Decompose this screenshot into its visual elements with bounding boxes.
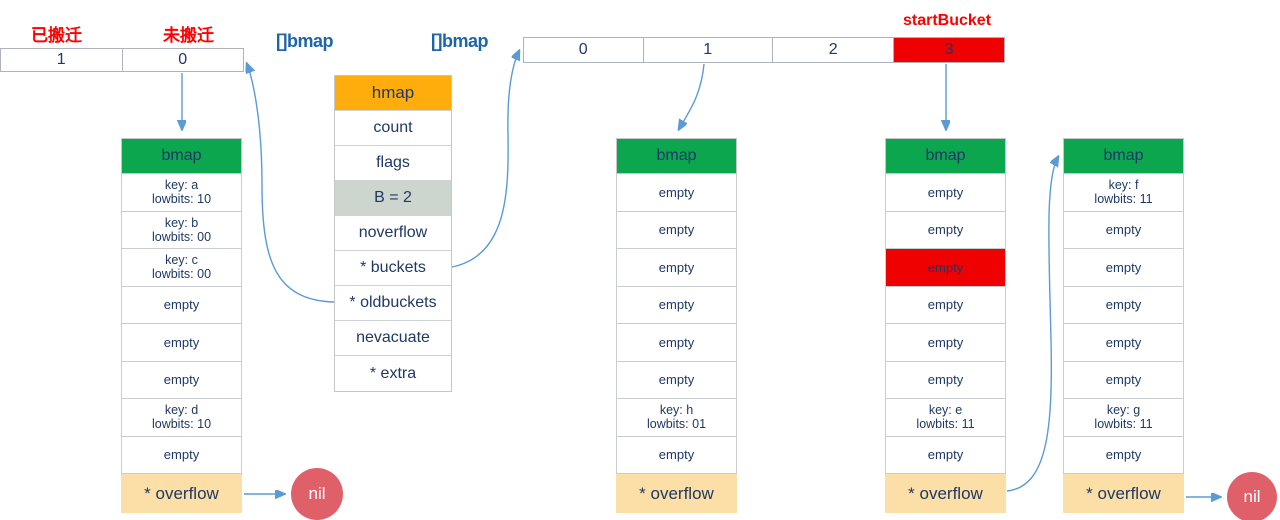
pointer-oldbuckets-field-to-old-array [247, 64, 335, 303]
empty-slot: empty [616, 286, 737, 324]
empty-slot: empty [885, 211, 1006, 249]
hmap-struct-title: hmap [335, 76, 451, 111]
empty-slot: empty [616, 361, 737, 399]
empty-slot: empty [121, 361, 242, 399]
old-slice-type-label: []bmap [276, 31, 334, 51]
overflow-pointer-cell: * overflow [1063, 474, 1184, 513]
hmap-field-noverflow: noverflow [335, 216, 451, 251]
empty-slot: empty [1063, 361, 1184, 399]
empty-slot: empty [616, 174, 737, 212]
start-bucket-label: startBucket [903, 12, 992, 29]
empty-slot: empty [121, 324, 242, 362]
old-array-cell: 0 [122, 49, 243, 71]
empty-slot: empty [1063, 286, 1184, 324]
hmap-field-extra: * extra [335, 356, 451, 391]
evacuated-label: 已搬迁 [31, 26, 82, 45]
empty-slot: empty [885, 249, 1006, 287]
empty-slot: empty [1063, 324, 1184, 362]
empty-slot: empty [885, 324, 1006, 362]
hmap-field-buckets: * buckets [335, 251, 451, 286]
empty-slot: empty [1063, 211, 1184, 249]
pointer-overflow2-to-overflow-bucket [1006, 157, 1058, 492]
hmap-field-nevacuate: nevacuate [335, 321, 451, 356]
bmap-header: bmap [616, 138, 737, 174]
empty-slot: empty [616, 324, 737, 362]
empty-slot: empty [121, 436, 242, 474]
hmap-field-b: B = 2 [335, 181, 451, 216]
hmap-field-oldbuckets: * oldbuckets [335, 286, 451, 321]
hmap-struct: hmap count flags B = 2 noverflow * bucke… [334, 75, 452, 392]
overflow-pointer-cell: * overflow [885, 474, 1006, 513]
empty-slot: empty [616, 436, 737, 474]
buckets-index-array: 0 1 2 3 [523, 37, 1005, 63]
oldbuckets-index-array: 1 0 [0, 48, 244, 72]
empty-slot: empty [1063, 249, 1184, 287]
new-array-cell: 1 [643, 38, 773, 62]
new-array-cell: 2 [772, 38, 895, 62]
empty-slot: empty [885, 436, 1006, 474]
new-slice-type-label: []bmap [431, 31, 489, 51]
bmap-header: bmap [1063, 138, 1184, 174]
overflow-pointer-cell: * overflow [616, 474, 737, 513]
new-array-cell: 0 [524, 38, 644, 62]
hmap-field-count: count [335, 111, 451, 146]
empty-slot: empty [885, 361, 1006, 399]
pointer-newcell1-to-bucket1 [679, 63, 705, 129]
empty-slot: empty [885, 174, 1006, 212]
new-array-cell-startbucket: 3 [894, 38, 1005, 62]
old-array-cell: 1 [1, 49, 123, 71]
nil-node: nil [291, 468, 343, 520]
bmap-header: bmap [121, 138, 242, 174]
empty-slot: empty [616, 249, 737, 287]
nil-node: nil [1227, 472, 1277, 520]
hmap-field-flags: flags [335, 146, 451, 181]
empty-slot: empty [885, 286, 1006, 324]
bmap-header: bmap [885, 138, 1006, 174]
pointer-buckets-field-to-new-array [451, 51, 519, 268]
empty-slot: empty [1063, 436, 1184, 474]
not-evacuated-label: 未搬迁 [163, 26, 214, 45]
overflow-pointer-cell: * overflow [121, 474, 242, 513]
empty-slot: empty [616, 211, 737, 249]
empty-slot: empty [121, 286, 242, 324]
